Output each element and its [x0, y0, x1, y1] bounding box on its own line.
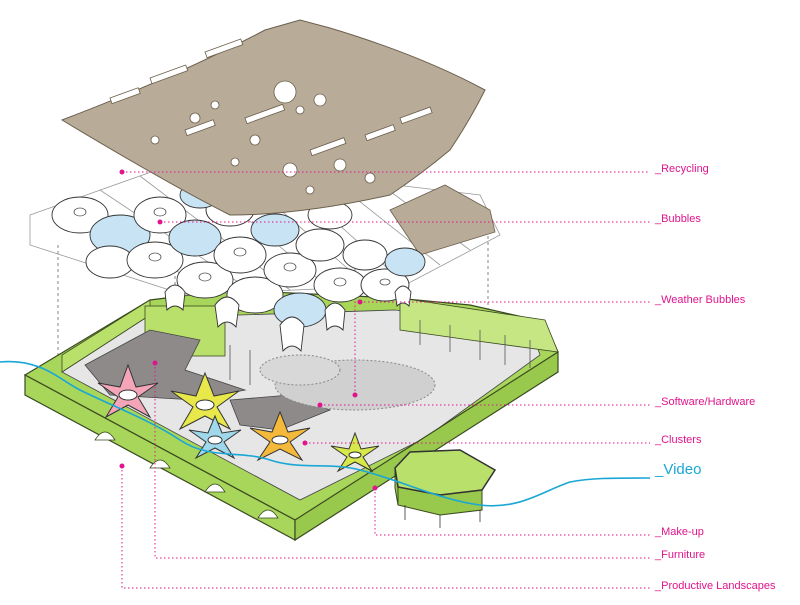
cluster-pink	[97, 363, 159, 419]
label-productive-landscapes: _Productive Landscapes	[655, 580, 776, 592]
software-zone-ring	[259, 354, 341, 386]
video-line	[0, 360, 651, 507]
label-furniture: _Furniture	[655, 549, 706, 561]
green-wall-front-right	[294, 350, 559, 542]
leader-lines	[121, 171, 650, 589]
label-makeup: _Make-up	[655, 526, 704, 538]
cluster-orange	[249, 410, 311, 462]
label-video: _Video	[655, 461, 702, 478]
label-weather-bubbles: _Weather Bubbles	[655, 294, 746, 306]
makeup-pavilion	[394, 449, 497, 528]
green-wall-right-panel	[399, 297, 559, 353]
cluster-cyan	[188, 414, 242, 460]
weather-bubbles	[164, 284, 412, 353]
cluster-shapes	[97, 363, 380, 473]
roof-plate	[60, 19, 486, 216]
label-software-hardware: _Software/Hardware	[655, 396, 756, 408]
columns	[229, 320, 531, 385]
wall-arches	[94, 431, 279, 519]
label-bubbles: _Bubbles	[655, 213, 701, 225]
back-roof-plate	[389, 184, 496, 256]
label-clusters: _Clusters	[655, 434, 702, 446]
label-recycling: _Recycling	[655, 163, 709, 175]
cluster-yellow	[170, 371, 240, 431]
leader-dots	[119, 169, 378, 491]
green-inner-wall-left	[61, 299, 151, 373]
cluster-lime	[330, 431, 380, 473]
